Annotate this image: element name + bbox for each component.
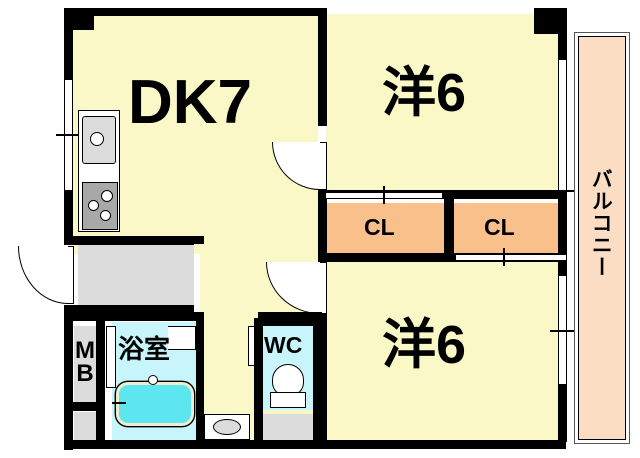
wall-bottom-exterior (64, 440, 566, 449)
wall-mb-mid (64, 402, 105, 411)
wall-below-closets (318, 253, 566, 262)
wall-corridor-se (318, 258, 327, 440)
wall-left-exterior-lower (64, 310, 73, 450)
wc-door-leaf[interactable] (248, 326, 255, 366)
shower-corner-icon (168, 326, 196, 350)
bathtub-drain-line (112, 402, 126, 404)
wall-bath-top (64, 312, 204, 321)
wall-top-dk7-step (72, 8, 94, 30)
label-bath: 浴室 (118, 334, 171, 364)
bath-door-leaf[interactable] (106, 326, 116, 388)
burner-icon-3 (100, 210, 111, 221)
closet-right-door[interactable] (456, 254, 566, 261)
label-closet-left: CL (364, 214, 395, 240)
wall-right-se-lower (558, 384, 567, 442)
wall-top-dk7 (72, 8, 318, 16)
label-wc: WC (264, 332, 303, 358)
toilet-icon (272, 364, 304, 396)
wall-dk7-ne-upper (318, 8, 327, 126)
closet-left-fill (326, 203, 444, 253)
wall-corridor-door-stop (258, 312, 322, 319)
wall-dk7-bottom (64, 236, 204, 244)
window-tick-balcony-se (550, 330, 574, 332)
wc-floor-slab (262, 414, 314, 440)
wall-wc-left (254, 318, 263, 440)
window-balcony-ne (558, 60, 567, 198)
corridor-fill-upper (200, 236, 326, 264)
burner-icon-2 (101, 190, 113, 202)
label-yoshitsu-se: 洋6 (382, 315, 467, 375)
wall-genkan-bottom (64, 305, 194, 313)
wall-above-closets (318, 190, 566, 199)
wall-wc-top (254, 318, 322, 326)
mb-panel-bottom (74, 412, 96, 440)
sink-drain-icon (90, 132, 104, 146)
label-yoshitsu-ne: 洋6 (382, 63, 467, 123)
genkan-floor (78, 238, 194, 312)
entrance-door-swing-arc (18, 246, 68, 304)
bathtub-faucet-icon (148, 375, 158, 385)
wall-right-mid (558, 198, 567, 276)
mb-panel-top (74, 326, 96, 402)
washbasin-bowl-icon (213, 419, 241, 435)
closet-right-door-tick (503, 248, 505, 266)
wall-left-exterior-mid (64, 190, 73, 244)
closet-left-door-tick (383, 186, 385, 204)
toilet-tank-icon (270, 392, 306, 408)
label-closet-right: CL (484, 214, 515, 240)
closet-right-fill (454, 203, 558, 253)
label-balcony: バルコニー (589, 168, 613, 278)
window-tick-kitchen (56, 134, 82, 136)
wall-bath-right (196, 312, 204, 440)
wall-mb-right (96, 312, 105, 440)
balcony-fill (578, 36, 626, 440)
wall-dk7-ne-lower (318, 188, 327, 258)
bathtub-icon (116, 382, 194, 426)
balcony-outline-inner (578, 36, 626, 440)
sink-icon (82, 116, 116, 164)
wall-closet-divider (444, 198, 454, 256)
label-dk7: DK7 (128, 68, 253, 137)
wall-wc-right (313, 318, 322, 440)
balcony-outline (574, 32, 630, 444)
room-fill-yoshitsu-ne (326, 14, 558, 198)
room-fill-yoshitsu-se (326, 258, 564, 440)
wall-right-ne-corner (534, 8, 566, 34)
burner-icon-1 (88, 200, 99, 211)
wall-right-ne-upper (558, 8, 567, 60)
wall-left-exterior-upper (64, 8, 73, 80)
